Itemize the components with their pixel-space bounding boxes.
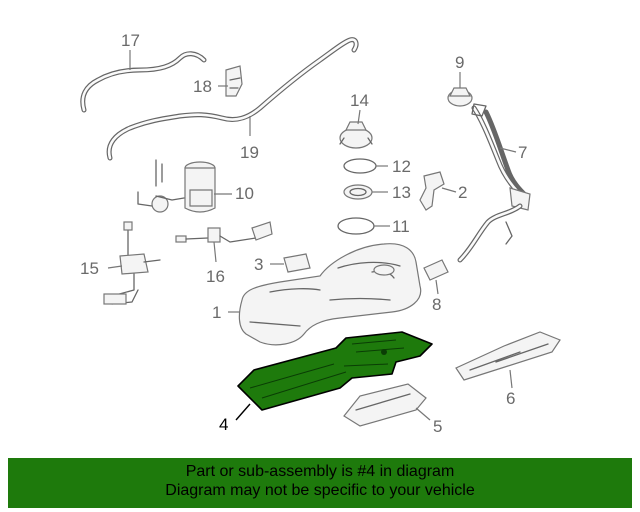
info-banner: Part or sub-assembly is #4 in diagram Di… [8,458,632,508]
callout-14: 14 [350,91,369,110]
part-3-pad [283,253,311,273]
part-8-hose [423,259,449,281]
part-6-shield [455,331,561,381]
callout-2: 2 [458,183,467,202]
callout-12: 12 [392,157,411,176]
part-19-tube [106,37,359,161]
part-15-sender [103,221,161,305]
part-1-fuel-tank [238,243,422,346]
part-11-o-ring [337,217,375,235]
callout-6: 6 [506,389,515,408]
part-10-fuel-pump [137,159,216,213]
banner-line-2: Diagram may not be specific to your vehi… [165,482,475,499]
callout-7: 7 [518,143,527,162]
leader-lines [107,50,517,421]
callout-1: 1 [212,303,221,322]
callout-9: 9 [455,53,464,72]
banner-line-1: Part or sub-assembly is #4 in diagram [185,463,455,480]
part-13-gasket [343,184,373,200]
part-9-fuel-cap [447,87,473,107]
callout-3: 3 [254,255,263,274]
callout-8: 8 [432,295,441,314]
exploded-parts-diagram: 17 18 19 10 15 16 3 1 4 5 6 9 7 8 14 12 … [80,31,561,436]
part-4-skid-plate-highlighted [237,331,433,411]
part-18-bracket [225,65,243,97]
callout-10: 10 [235,184,254,203]
part-7-filler-pipe [457,103,531,263]
callout-4: 4 [219,415,228,434]
callout-13: 13 [392,183,411,202]
callout-19: 19 [240,143,259,162]
part-16-harness [175,221,273,243]
callout-11: 11 [392,217,410,236]
callout-15: 15 [80,259,99,278]
callout-16: 16 [206,267,225,286]
part-17-vapor-line [80,51,207,113]
callout-5: 5 [433,417,442,436]
callout-17: 17 [121,31,140,50]
part-12-seal-ring [343,158,377,174]
part-2-valve [419,171,445,211]
callout-18: 18 [193,77,212,96]
part-5-heat-shield [343,383,427,427]
part-14-sender-cap [339,121,373,149]
